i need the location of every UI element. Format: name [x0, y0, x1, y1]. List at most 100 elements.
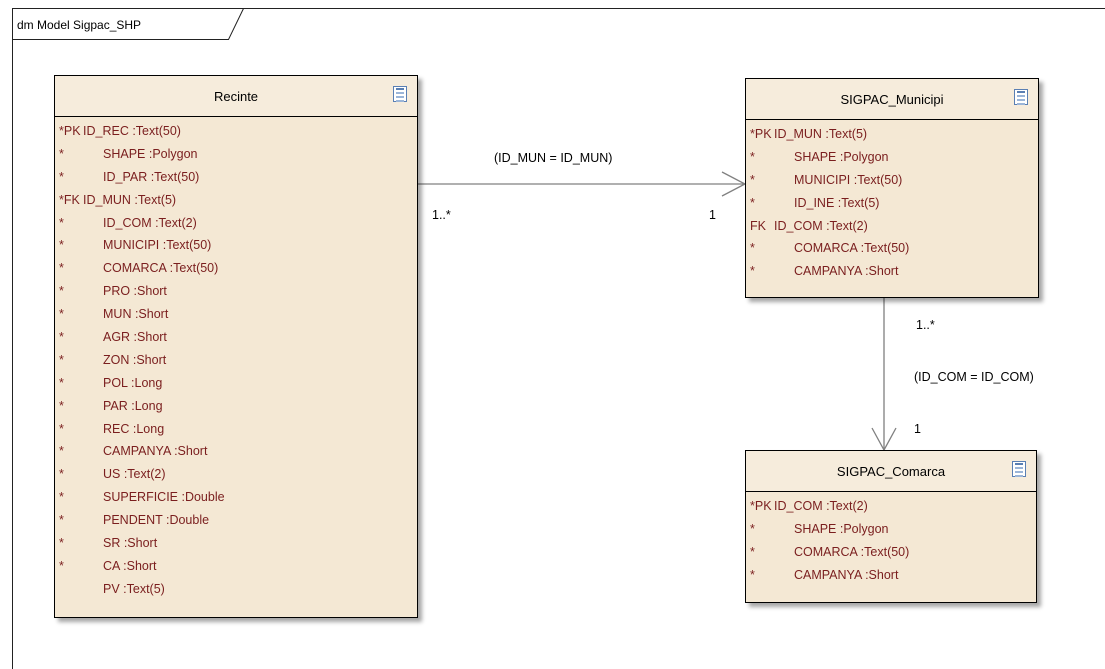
attribute-row[interactable]: *SUPERFICIE :Double: [55, 487, 417, 510]
attribute-stereotype: FK: [750, 218, 766, 233]
multiplicity-source-recinte: 1..*: [432, 208, 451, 222]
attribute-name: CAMPANYA :Short: [103, 444, 208, 459]
attribute-row[interactable]: * ZON :Short: [55, 350, 417, 373]
frame-label: dm Model Sigpac_SHP: [17, 18, 142, 32]
attribute-name: ID_MUN :Text(5): [83, 192, 177, 207]
attribute-name: SHAPE :Polygon: [794, 521, 889, 536]
attribute-row[interactable]: *AGR :Short: [55, 327, 417, 350]
attribute-name: AGR :Short: [103, 330, 167, 345]
attribute-name: ID_MUN :Text(5): [774, 127, 868, 141]
frame-tab-outline: [12, 8, 244, 40]
attribute-stereotype: *: [59, 444, 64, 459]
attribute-name: PENDENT :Double: [103, 513, 210, 528]
entity-header: Recinte: [55, 76, 417, 117]
attribute-row[interactable]: * US :Text(2): [55, 464, 417, 487]
attribute-stereotype: *: [750, 521, 755, 536]
attribute-row[interactable]: *MUNICIPI :Text(50): [746, 170, 1038, 193]
attribute-name: ZON :Short: [103, 352, 167, 367]
multiplicity-target-municipi: 1: [709, 208, 716, 222]
attribute-stereotype: *: [59, 307, 64, 322]
attribute-stereotype: *: [59, 467, 64, 482]
attribute-stereotype: *: [59, 238, 64, 253]
attribute-name: SHAPE :Polygon: [794, 149, 889, 164]
attribute-name: COMARCA :Text(50): [794, 241, 910, 256]
attribute-row[interactable]: * MUNICIPI :Text(50): [55, 235, 417, 258]
attribute-name: PAR :Long: [103, 398, 163, 413]
attribute-name: ID_REC :Text(50): [83, 124, 181, 138]
attribute-row[interactable]: * COMARCA :Text(50): [746, 238, 1038, 261]
attribute-stereotype: *: [750, 544, 755, 559]
connector-recinte-municipi[interactable]: [417, 171, 747, 197]
attribute-row[interactable]: *CA :Short: [55, 556, 417, 579]
attribute-row[interactable]: * ID_COM :Text(2): [55, 213, 417, 236]
attribute-name: POL :Long: [103, 375, 163, 390]
attribute-row[interactable]: * SHAPE :Polygon: [746, 519, 1036, 542]
entity-header: SIGPAC_Municipi: [746, 79, 1038, 120]
attribute-row[interactable]: PV :Text(5): [55, 579, 417, 602]
attribute-row[interactable]: * PAR :Long: [55, 396, 417, 419]
connector-label-id-com: (ID_COM = ID_COM): [914, 370, 1034, 384]
attribute-row[interactable]: * ID_PAR :Text(50): [55, 167, 417, 190]
attribute-stereotype: *: [59, 513, 64, 528]
multiplicity-target-comarca: 1: [914, 422, 921, 436]
attribute-name: ID_PAR :Text(50): [103, 169, 200, 184]
attribute-name: US :Text(2): [103, 467, 166, 482]
attribute-stereotype: *: [59, 536, 64, 551]
attribute-row[interactable]: * PENDENT :Double: [55, 510, 417, 533]
connector-label-id-mun: (ID_MUN = ID_MUN): [494, 151, 613, 165]
attribute-row[interactable]: * SHAPE :Polygon: [746, 147, 1038, 170]
attribute-stereotype: *FK: [59, 192, 80, 207]
attribute-row[interactable]: *ID_INE :Text(5): [746, 193, 1038, 216]
attribute-name: PV :Text(5): [103, 581, 165, 596]
attribute-stereotype: *PK: [59, 124, 81, 138]
table-icon: [1014, 89, 1028, 105]
attribute-row[interactable]: * MUN :Short: [55, 304, 417, 327]
table-icon: [393, 86, 407, 102]
attribute-name: MUN :Short: [103, 307, 169, 322]
attribute-name: ID_INE :Text(5): [794, 195, 880, 210]
attribute-row[interactable]: * CAMPANYA :Short: [55, 441, 417, 464]
attribute-row[interactable]: *CAMPANYA :Short: [746, 261, 1038, 284]
multiplicity-source-municipi: 1..*: [916, 318, 935, 332]
attribute-stereotype: *: [59, 490, 64, 505]
attribute-stereotype: *: [59, 352, 64, 367]
attribute-stereotype: *: [59, 215, 64, 230]
attribute-stereotype: *: [750, 172, 755, 187]
attribute-stereotype: *: [59, 398, 64, 413]
attribute-stereotype: *PK: [750, 499, 772, 513]
attribute-row[interactable]: *COMARCA :Text(50): [55, 258, 417, 281]
attribute-row[interactable]: *COMARCA :Text(50): [746, 542, 1036, 565]
attribute-stereotype: *: [750, 241, 755, 256]
attribute-name: SR :Short: [103, 536, 158, 551]
attribute-stereotype: *: [750, 149, 755, 164]
attribute-stereotype: *: [59, 169, 64, 184]
attribute-row[interactable]: *POL :Long: [55, 373, 417, 396]
attribute-row[interactable]: *CAMPANYA :Short: [746, 565, 1036, 588]
attribute-stereotype: *: [59, 421, 64, 436]
attribute-stereotype: *: [750, 264, 755, 279]
table-icon: [1012, 461, 1026, 477]
entity-header: SIGPAC_Comarca: [746, 451, 1036, 492]
entity-title: SIGPAC_Comarca: [836, 464, 946, 479]
attribute-name: ID_COM :Text(2): [774, 499, 868, 513]
connector-municipi-comarca[interactable]: [871, 297, 897, 452]
attribute-stereotype: *: [59, 284, 64, 299]
attribute-row[interactable]: *PRO :Short: [55, 281, 417, 304]
attribute-row[interactable]: *REC :Long: [55, 419, 417, 442]
attribute-stereotype: *: [59, 558, 64, 573]
attribute-name: MUNICIPI :Text(50): [103, 238, 212, 253]
attribute-row[interactable]: * SR :Short: [55, 533, 417, 556]
attribute-row[interactable]: *SHAPE :Polygon: [55, 144, 417, 167]
attribute-name: ID_COM :Text(2): [103, 215, 197, 230]
entity-title: Recinte: [213, 89, 259, 104]
